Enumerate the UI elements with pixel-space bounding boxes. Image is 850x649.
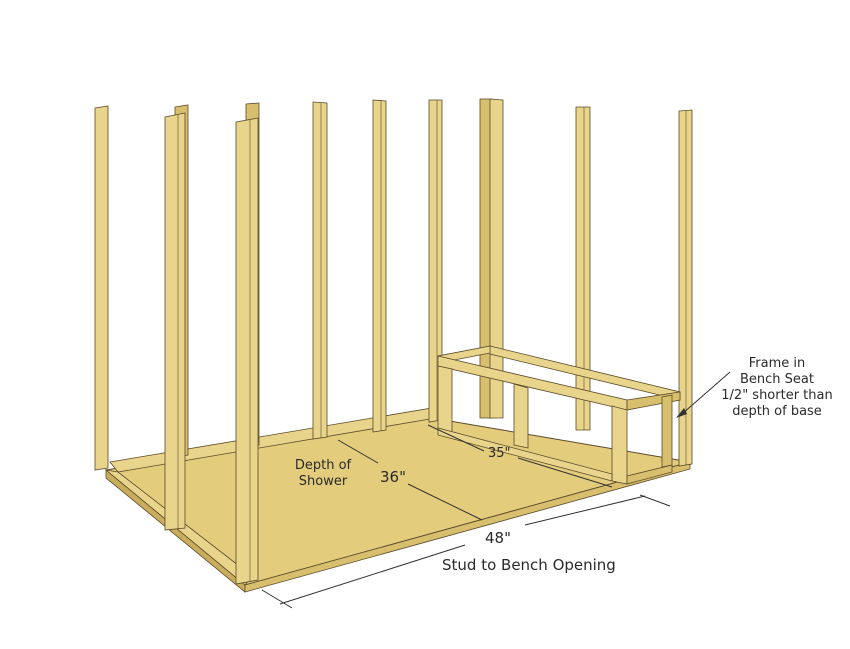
depth-of-shower-label: Depth of Shower	[284, 458, 362, 490]
callout-line4: depth of base	[732, 404, 822, 419]
bench-depth-dimension-value: 35"	[488, 446, 511, 461]
bench-callout-label: Frame in Bench Seat 1/2" shorter than de…	[712, 356, 842, 420]
depth-dimension-value: 36"	[380, 468, 406, 486]
depth-label-line1: Depth of	[294, 458, 352, 473]
width-dimension-value: 48"	[485, 529, 511, 547]
callout-line3: 1/2" shorter than	[721, 388, 833, 403]
left-wall-studs	[164, 112, 259, 585]
right-wall-studs	[575, 106, 693, 467]
depth-label-line2: Shower	[298, 474, 348, 489]
callout-line2: Bench Seat	[740, 372, 814, 387]
bench-frame	[437, 345, 681, 485]
callout-line1: Frame in	[748, 356, 806, 371]
dimension-lines	[261, 371, 731, 609]
width-dimension-caption: Stud to Bench Opening	[442, 556, 616, 574]
floor-edge-right	[244, 461, 691, 593]
